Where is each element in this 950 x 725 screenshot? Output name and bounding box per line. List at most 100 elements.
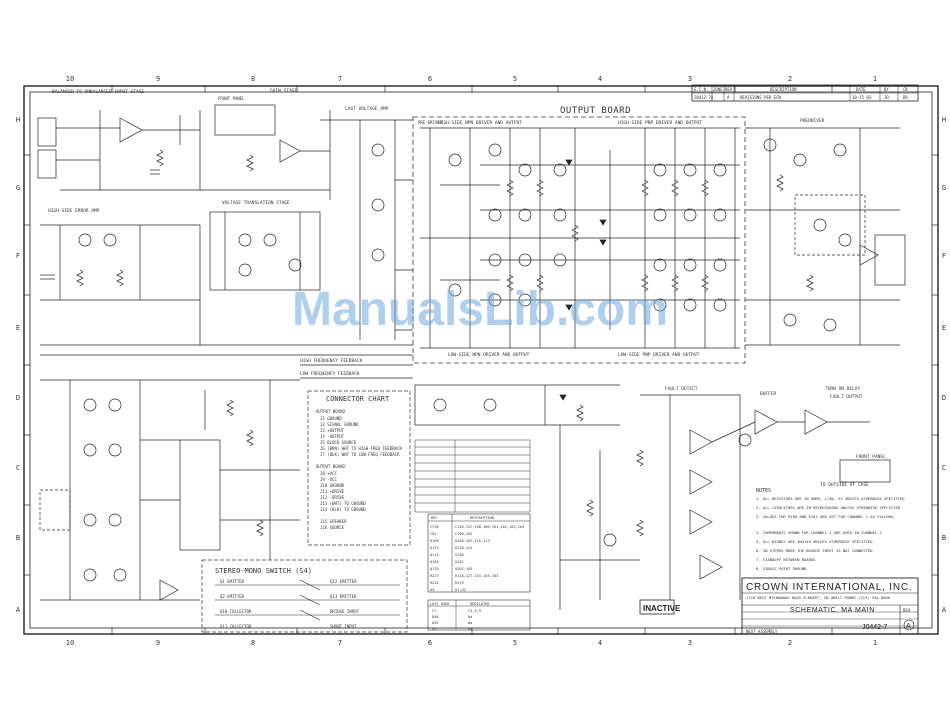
svg-text:HIGH FREQUENCY FEEDBACK: HIGH FREQUENCY FEEDBACK bbox=[300, 358, 363, 364]
svg-text:SHUNT INPUT: SHUNT INPUT bbox=[330, 624, 357, 629]
svg-text:J9 -VCC: J9 -VCC bbox=[320, 477, 337, 482]
zone-rows-right: H G F E D C B A bbox=[942, 116, 947, 614]
svg-text:C: C bbox=[16, 464, 20, 472]
svg-text:D: D bbox=[942, 394, 946, 402]
svg-text:Q102,103: Q102,103 bbox=[455, 567, 472, 571]
svg-text:J3 +OUTPUT: J3 +OUTPUT bbox=[320, 428, 345, 433]
svg-text:1718 WEST MISHAWAKA ROAD E: 1718 WEST MISHAWAKA ROAD ELKHART, IN 465… bbox=[746, 595, 891, 600]
svg-text:J16 SOURCE: J16 SOURCE bbox=[320, 525, 345, 530]
svg-text:F: F bbox=[16, 252, 20, 260]
svg-text:5: 5 bbox=[513, 75, 517, 83]
svg-text:LOW-SIDE NPN DRIVER AND OUTPUT: LOW-SIDE NPN DRIVER AND OUTPUT bbox=[448, 352, 530, 358]
svg-text:J15 SPEAKER: J15 SPEAKER bbox=[320, 519, 347, 524]
svg-text:NEXT ASSEMBLY: NEXT ASSEMBLY bbox=[746, 629, 778, 634]
fault-detect-circuit: FAULT DETECT BUFFER TURN ON DELAY FAULT … bbox=[636, 386, 891, 600]
input-stage-circuit: BALANCED TO UNBALANCED INPUT STAGE GAIN … bbox=[37, 88, 413, 379]
svg-text:J13 (WHT) TO GROUND: J13 (WHT) TO GROUND bbox=[320, 501, 366, 506]
zone-ticks bbox=[24, 86, 938, 634]
svg-text:R223: R223 bbox=[430, 574, 439, 578]
zone-rows-left: H G F E D C B A bbox=[16, 116, 21, 614]
svg-text:REF: REF bbox=[431, 516, 438, 520]
svg-text:J14 (BLK) TO GROUND: J14 (BLK) TO GROUND bbox=[320, 507, 366, 512]
svg-text:C100,101: C100,101 bbox=[455, 532, 472, 536]
svg-text:HIGH-SIDE ERROR AMP: HIGH-SIDE ERROR AMP bbox=[48, 208, 100, 214]
svg-text:5. ALL DIODES ARE 1N4148 UNLES: 5. ALL DIODES ARE 1N4148 UNLESS OTHERWIS… bbox=[756, 539, 873, 544]
svg-text:1. ALL RESISTORS ARE IN OHMS,: 1. ALL RESISTORS ARE IN OHMS, 1/4W, 5% U… bbox=[756, 496, 905, 501]
svg-text:6: 6 bbox=[428, 639, 432, 647]
svg-text:4: 4 bbox=[598, 639, 602, 647]
svg-text:U1,U2: U1,U2 bbox=[455, 588, 466, 592]
svg-text:J8 +VCC: J8 +VCC bbox=[320, 471, 337, 476]
svg-text:U5: U5 bbox=[430, 588, 434, 592]
svg-text:VOLTAGE TRANSLATION STAGE: VOLTAGE TRANSLATION STAGE bbox=[222, 200, 290, 206]
svg-text:Q12 EMITTER: Q12 EMITTER bbox=[330, 579, 357, 584]
drawing-frame bbox=[23, 85, 939, 635]
svg-text:4. COMPONENTS SHOWN FOR CHANNE: 4. COMPONENTS SHOWN FOR CHANNEL 1 ARE US… bbox=[756, 530, 882, 535]
svg-text:1: 1 bbox=[873, 639, 877, 647]
svg-text:Q165: Q165 bbox=[430, 560, 439, 564]
svg-text:REV: REV bbox=[725, 87, 733, 92]
revision-block: E.C.N. ZONE REV DESCRIPTION DATE BY CK J… bbox=[691, 84, 919, 102]
svg-text:E: E bbox=[942, 324, 946, 332]
svg-text:B: B bbox=[942, 534, 946, 542]
svg-text:Q10 COLLECTOR: Q10 COLLECTOR bbox=[220, 609, 252, 614]
svg-text:C7: C7 bbox=[432, 609, 436, 613]
svg-text:F: F bbox=[942, 252, 946, 260]
svg-text:B: B bbox=[16, 534, 20, 542]
svg-text:GAIN STAGE: GAIN STAGE bbox=[270, 88, 297, 94]
svg-text:8a: 8a bbox=[468, 615, 472, 619]
svg-text:A: A bbox=[906, 623, 911, 630]
svg-text:1: 1 bbox=[873, 75, 877, 83]
svg-text:Q100: Q100 bbox=[455, 553, 464, 557]
svg-text:LOW-SIDE PNP DRIVER AND OUTPUT: LOW-SIDE PNP DRIVER AND OUTPUT bbox=[618, 352, 700, 358]
svg-text:TURN ON DELAY: TURN ON DELAY bbox=[825, 386, 861, 392]
svg-text:LAST USED: LAST USED bbox=[430, 602, 449, 606]
output-board-region: OUTPUT BOARD HIGH-SIDE NPN DRIVER AND OU… bbox=[412, 106, 746, 364]
svg-text:Q26: Q26 bbox=[432, 621, 439, 625]
notes-block: NOTES 1. ALL RESISTORS ARE IN OHMS, 1/4W… bbox=[756, 488, 905, 571]
svg-text:8: 8 bbox=[251, 639, 255, 647]
svg-text:Q13 EMITTER: Q13 EMITTER bbox=[330, 594, 357, 599]
stereo-mono-switch: STEREO-MONO SWITCH (S4) Q1 EMITTER Q2 EM… bbox=[201, 559, 408, 633]
svg-text:10-15-93: 10-15-93 bbox=[852, 95, 872, 100]
svg-text:Q114: Q114 bbox=[430, 553, 439, 557]
svg-text:J12 -DRIVE: J12 -DRIVE bbox=[320, 495, 345, 500]
svg-text:C: C bbox=[942, 464, 946, 472]
svg-text:DESCRIPTION: DESCRIPTION bbox=[470, 516, 494, 520]
svg-text:J5 BLOCK SOURCE: J5 BLOCK SOURCE bbox=[320, 440, 357, 445]
svg-text:HIGH-SIDE NPN DRIVER AND OUTPU: HIGH-SIDE NPN DRIVER AND OUTPUT bbox=[438, 120, 522, 126]
svg-text:R224: R224 bbox=[430, 581, 439, 585]
svg-text:OUTPUT BOARD: OUTPUT BOARD bbox=[316, 409, 345, 414]
svg-text:DR: DR bbox=[903, 95, 908, 100]
svg-text:9: 9 bbox=[156, 639, 160, 647]
svg-text:J0442-7: J0442-7 bbox=[862, 624, 887, 631]
svg-text:HIGH-SIDE PNP DRIVER AND OUTPU: HIGH-SIDE PNP DRIVER AND OUTPUT bbox=[618, 120, 702, 126]
svg-text:Q11 COLLECTOR: Q11 COLLECTOR bbox=[220, 624, 252, 629]
svg-text:BY: BY bbox=[884, 87, 889, 92]
svg-text:6. IN STEREO MODE THE BRIDGE I: 6. IN STEREO MODE THE BRIDGE INPUT IS NO… bbox=[756, 548, 873, 553]
svg-text:PRE-DRIVER: PRE-DRIVER bbox=[418, 120, 443, 125]
svg-text:FAULT OUTPUT: FAULT OUTPUT bbox=[830, 394, 863, 400]
svg-text:10: 10 bbox=[66, 75, 74, 83]
svg-text:JR: JR bbox=[884, 95, 889, 100]
svg-text:FRONT PANEL: FRONT PANEL bbox=[218, 96, 245, 101]
svg-text:A: A bbox=[727, 95, 730, 100]
svg-text:H: H bbox=[942, 116, 946, 124]
svg-text:J4 -OUTPUT: J4 -OUTPUT bbox=[320, 434, 345, 439]
svg-text:FAULT DETECT: FAULT DETECT bbox=[665, 386, 698, 392]
svg-text:J1 GROUND: J1 GROUND bbox=[320, 416, 342, 421]
svg-text:2: 2 bbox=[788, 75, 792, 83]
svg-text:4: 4 bbox=[598, 75, 602, 83]
svg-text:PREDRIVER: PREDRIVER bbox=[800, 118, 825, 124]
svg-text:J2 SIGNAL GROUND: J2 SIGNAL GROUND bbox=[320, 422, 359, 427]
svg-text:8a: 8a bbox=[468, 627, 472, 631]
protection-circuit bbox=[414, 384, 640, 610]
svg-text:D: D bbox=[16, 394, 20, 402]
svg-text:REVISIONS PER ECN: REVISIONS PER ECN bbox=[740, 95, 782, 100]
watermark: ManualsLib.com bbox=[292, 283, 668, 336]
svg-text:OUTPUT BOARD: OUTPUT BOARD bbox=[316, 464, 345, 469]
svg-text:R119: R119 bbox=[455, 581, 464, 585]
svg-text:SCHEMATIC, MA MAIN: SCHEMATIC, MA MAIN bbox=[790, 607, 875, 614]
svg-text:DESCRIPTION: DESCRIPTION bbox=[770, 87, 797, 92]
